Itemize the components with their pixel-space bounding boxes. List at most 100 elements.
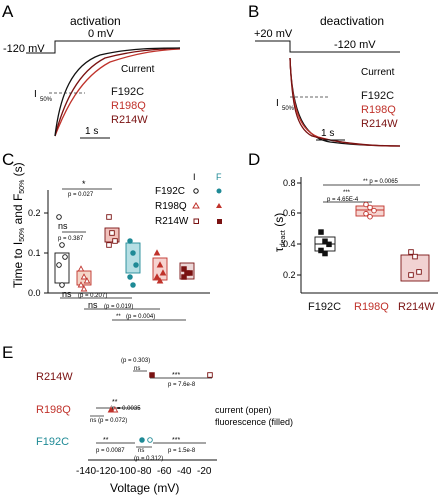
panel-e-r198q-ns: ns xyxy=(90,418,96,424)
panel-c-legend-marker xyxy=(216,188,222,194)
panel-c-legend-marker xyxy=(217,219,222,224)
panel-a-current-label: Current xyxy=(121,64,155,75)
panel-d: D τdeact (s) 0.8 0.6 0.4 0.2 ** p = 0.00… xyxy=(248,150,438,313)
panel-e-f192c-stars1: ** xyxy=(103,437,109,444)
panel-b-half-label: I xyxy=(276,98,279,109)
panel-e-data-point xyxy=(139,437,145,443)
panel-d-xtick-label: F192C xyxy=(308,301,341,313)
panel-a-trace-f192c xyxy=(54,47,181,137)
panel-c-ylabel-and: and F xyxy=(11,194,25,228)
panel-c-data-point xyxy=(153,273,161,280)
panel-c-stat-stars-4: ** xyxy=(116,314,121,320)
panel-c-data-point xyxy=(112,238,118,244)
panel-c-stat-ns-2: ns xyxy=(62,289,72,299)
panel-d-ylabel-main: τ xyxy=(272,247,286,252)
panel-a-legend-r214w: R214W xyxy=(111,114,148,126)
panel-c-stat-p-1: p = 0.387 xyxy=(58,236,84,242)
panel-a-letter: A xyxy=(2,2,14,21)
panel-e-xtick-label: -40 xyxy=(177,466,192,477)
panel-c-data-point xyxy=(56,262,62,268)
panel-a-legend-r198q: R198Q xyxy=(111,100,146,112)
panel-e-xtick-label: -20 xyxy=(197,466,212,477)
panel-b-half-sub: 50% xyxy=(282,106,295,112)
panel-c-data-point xyxy=(181,274,187,280)
panel-e-f192c-stars2: *** xyxy=(172,437,180,444)
panel-e-xticks: -140 -120 -100 -80 -60 -40 -20 xyxy=(76,466,212,477)
panel-c-data-point xyxy=(83,277,91,284)
panel-c-letter: C xyxy=(2,150,14,169)
panel-a-step-label: 0 mV xyxy=(88,28,114,40)
panel-c-ytick-label: 0.2 xyxy=(28,208,41,218)
panel-c-data-point xyxy=(77,265,85,272)
panel-d-ytick-label: 0.4 xyxy=(283,239,296,249)
panel-a-half-label: I xyxy=(34,89,37,100)
panel-c-data-point xyxy=(62,254,68,260)
panel-c-data-point xyxy=(80,285,88,292)
panel-a-scale-label: 1 s xyxy=(85,126,98,137)
panel-e-xtick-label: -140 xyxy=(76,466,96,477)
panel-d-data-point xyxy=(367,204,373,211)
panel-c-legend-marker xyxy=(193,218,199,224)
panel-c-ylabel-main: Time to I xyxy=(11,242,25,288)
panel-a: A activation -120 mV 0 mV I 50% Current … xyxy=(2,2,181,139)
panel-a-trace-r198q xyxy=(54,48,181,137)
panel-e-r214w-p2: p = 7.6e-8 xyxy=(168,382,196,388)
panel-c-data-point xyxy=(181,266,187,272)
panel-d-stat-p-mid: p = 4.65E-4 xyxy=(327,197,359,203)
panel-e-data-point xyxy=(107,406,115,413)
panel-b: B deactivation +20 mV -120 mV I 50% Curr… xyxy=(248,2,401,147)
panel-c-legend-header-i: I xyxy=(193,172,196,182)
panel-e-r214w-p1: (p = 0.303) xyxy=(121,358,150,364)
panel-c-legend-r214w: R214W xyxy=(155,216,189,227)
panel-c-data-point xyxy=(159,269,167,276)
panel-d-letter: D xyxy=(248,150,260,169)
panel-e-legend-current: current (open) xyxy=(215,405,272,415)
panel-a-hold-label: -120 mV xyxy=(3,43,45,55)
panel-c-legend-r198q: R198Q xyxy=(155,201,187,212)
panel-d-data-point xyxy=(318,229,324,235)
panel-e-xtick-label: -120 xyxy=(96,466,116,477)
panel-d-ylabel-sub: deact xyxy=(280,230,287,247)
panel-d-data-point xyxy=(416,269,422,275)
panel-b-legend-f192c: F192C xyxy=(361,90,394,102)
panel-d-data-point xyxy=(408,272,414,278)
panel-c-data-point xyxy=(133,262,139,268)
panel-b-letter: B xyxy=(248,2,259,21)
panel-e-xlabel: Voltage (mV) xyxy=(110,481,179,495)
panel-d-ytick-label: 0.6 xyxy=(283,208,296,218)
panel-d-data-point xyxy=(322,250,328,257)
panel-c-ylabel: Time to I50% and F50% (s) xyxy=(11,162,26,288)
panel-c-legend-f192c: F192C xyxy=(155,186,185,197)
panel-e-xtick-label: -60 xyxy=(157,466,172,477)
svg-text:Time to I50% and F50% (s): Time to I50% and F50% (s) xyxy=(11,162,26,288)
panel-e-r214w-ns: ns xyxy=(134,366,140,372)
panel-d-data-point xyxy=(322,238,328,245)
panel-c-data-point xyxy=(77,281,85,288)
panel-a-voltage-protocol xyxy=(26,40,180,54)
panel-d-stat-top: ** p = 0.0065 xyxy=(363,179,399,185)
panel-c-data-point xyxy=(127,274,133,280)
panel-c-data-point xyxy=(106,214,112,220)
panel-e-data-point xyxy=(111,406,119,413)
panel-b-scale-label: 1 s xyxy=(321,128,334,139)
panel-e-f192c-p1: p = 0.0087 xyxy=(96,448,125,454)
panel-e-points xyxy=(107,372,213,443)
panel-c-legend-header-f: F xyxy=(216,172,222,182)
panel-c-data-point xyxy=(127,238,133,244)
panel-d-ylabel-unit: (s) xyxy=(272,213,286,230)
panel-e-data-point xyxy=(149,372,155,378)
panel-c-legend-marker xyxy=(192,202,200,209)
panel-c-data-point xyxy=(156,277,164,284)
panel-e-f192c-p3: p = 1.5e-8 xyxy=(168,448,196,454)
panel-c-stat-p-top: p = 0.027 xyxy=(68,192,94,198)
panel-c-legend-marker xyxy=(216,203,222,208)
panel-e-f192c-ns: ns xyxy=(138,448,144,454)
panel-e-data-point xyxy=(147,437,153,443)
panel-d-yticks: 0.8 0.6 0.4 0.2 xyxy=(283,178,301,280)
panel-c-stat-ns-3: ns xyxy=(88,300,98,310)
panel-c-ylabel-unit: (s) xyxy=(11,162,25,179)
panel-e-row-r214w: R214W xyxy=(36,371,73,383)
panel-c-data-point xyxy=(187,270,193,276)
panel-e-letter: E xyxy=(2,343,13,362)
